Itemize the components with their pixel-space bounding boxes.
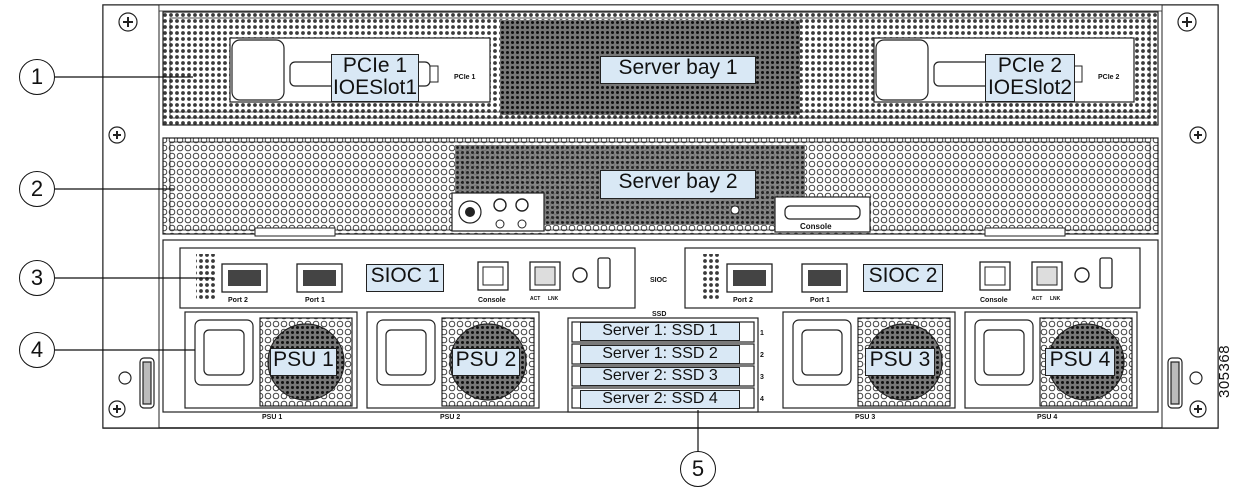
ssd1-label: Server 1: SSD 1 — [580, 322, 740, 341]
sioc1-port1-text: Port 1 — [305, 297, 325, 304]
figure-id: 305368 — [1216, 344, 1233, 398]
ssd3-label: Server 2: SSD 3 — [580, 367, 740, 386]
server-bay-2-label: Server bay 2 — [600, 170, 756, 199]
psu2-label-text: PSU 2 — [455, 348, 517, 371]
ssd2-label-text: Server 1: SSD 2 — [602, 345, 718, 362]
psu4-silk-text: PSU 4 — [1037, 414, 1057, 421]
sioc2-port1-text: Port 1 — [810, 297, 830, 304]
chassis-handles — [139, 357, 1183, 409]
ssd2-label: Server 1: SSD 2 — [580, 345, 740, 364]
pcie2-label-line2: IOESlot2 — [987, 76, 1073, 100]
sioc2-lnk-text: LNK — [1050, 296, 1061, 302]
ssd-num-3: 3 — [760, 374, 764, 381]
console-bay2-text: Console — [800, 222, 832, 231]
sioc1-port2-text: Port 2 — [228, 297, 248, 304]
callout-2: 2 — [19, 171, 55, 207]
psu1-label-text: PSU 1 — [273, 348, 334, 371]
ssd1-label-text: Server 1: SSD 1 — [602, 322, 718, 339]
server-bay-1-label-text: Server bay 1 — [618, 56, 738, 79]
pcie2-label: PCIe 2 IOESlot2 — [985, 54, 1075, 102]
ssd4-label-text: Server 2: SSD 4 — [602, 390, 718, 407]
ssd4-label: Server 2: SSD 4 — [580, 390, 740, 409]
sioc2-port2-text: Port 2 — [733, 297, 753, 304]
pcie1-label-line2: IOESlot1 — [332, 76, 418, 100]
callout-5: 5 — [680, 451, 716, 487]
sioc2-label-text: SIOC 2 — [868, 264, 938, 287]
sioc2-label: SIOC 2 — [863, 264, 943, 292]
ssd-center-text: SSD — [652, 311, 666, 318]
psu4-label-text: PSU 4 — [1049, 348, 1111, 371]
pcie1-label: PCIe 1 IOESlot1 — [331, 54, 419, 102]
callout-4: 4 — [19, 332, 55, 368]
sioc1-lnk-text: LNK — [548, 296, 559, 302]
callout-3: 3 — [19, 260, 55, 296]
ssd3-label-text: Server 2: SSD 3 — [602, 367, 718, 384]
sioc1-console-text: Console — [478, 297, 506, 304]
psu2-silk-text: PSU 2 — [440, 414, 460, 421]
pcie1-label-line1: PCIe 1 — [342, 54, 408, 77]
sioc1-act-text: ACT — [530, 296, 540, 302]
psu1-label: PSU 1 — [270, 348, 337, 376]
sioc1-label: SIOC 1 — [366, 264, 444, 292]
ssd-num-1: 1 — [760, 330, 764, 337]
psu3-label: PSU 3 — [865, 348, 935, 376]
callout-1: 1 — [19, 59, 55, 95]
psu2-label: PSU 2 — [452, 348, 520, 376]
psu3-silk-text: PSU 3 — [855, 414, 875, 421]
server-bay-1-label: Server bay 1 — [600, 56, 756, 84]
sioc2-act-text: ACT — [1032, 296, 1042, 302]
pcie1-silk-text: PCIe 1 — [454, 74, 476, 81]
ssd-num-2: 2 — [760, 352, 764, 359]
pcie2-label-line1: PCIe 2 — [997, 54, 1063, 77]
server-bay-2-label-text: Server bay 2 — [618, 170, 738, 193]
psu3-label-text: PSU 3 — [869, 348, 931, 371]
callout-leaders — [55, 76, 699, 453]
psu1-silk-text: PSU 1 — [262, 414, 282, 421]
sioc-center-text: SIOC — [650, 277, 667, 284]
psu4-label: PSU 4 — [1045, 348, 1115, 376]
sioc1-label-text: SIOC 1 — [370, 264, 440, 287]
ssd-num-4: 4 — [760, 396, 764, 403]
pcie2-silk-text: PCIe 2 — [1098, 74, 1120, 81]
screw-icons — [108, 12, 1207, 418]
sioc2-console-text: Console — [980, 297, 1008, 304]
